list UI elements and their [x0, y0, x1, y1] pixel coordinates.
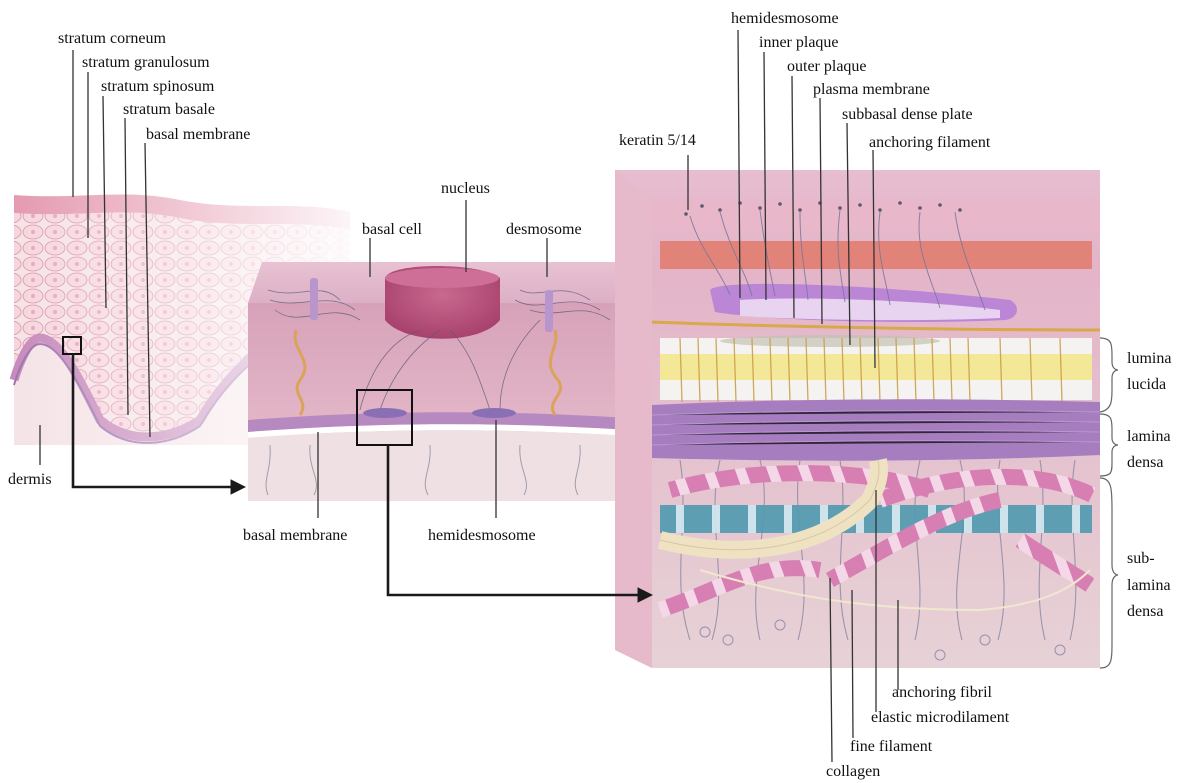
label-lamina-densa-line2: densa [1127, 454, 1163, 471]
basement-membrane-block-illustration [615, 170, 1100, 668]
label-collagen: collagen [826, 763, 880, 780]
label-anchoring-filament: anchoring filament [869, 134, 991, 151]
label-stratum-granulosum: stratum granulosum [82, 54, 210, 71]
label-plasma-membrane: plasma membrane [813, 81, 930, 98]
label-outer-plaque: outer plaque [787, 58, 867, 75]
label-stratum-spinosum: stratum spinosum [101, 78, 215, 95]
lamina-densa-brace [1100, 414, 1118, 476]
label-basal-cell: basal cell [362, 221, 423, 238]
label-lumina-lucida-line2: lucida [1127, 376, 1166, 393]
lumina-lucida-brace [1100, 338, 1118, 412]
label-subbasal-dense-plate: subbasal dense plate [842, 106, 973, 123]
label-stratum-basale: stratum basale [123, 101, 215, 118]
label-desmosome: desmosome [506, 221, 582, 238]
basal-cell-block-illustration [248, 262, 640, 501]
label-lamina-densa-line1: lamina [1127, 428, 1171, 445]
label-anchoring-fibril: anchoring fibril [892, 684, 993, 701]
label-dermis: dermis [8, 471, 52, 488]
label-keratin: keratin 5/14 [619, 132, 696, 149]
label-elastic-microdilament: elastic microdilament [871, 709, 1010, 726]
sub-lamina-densa-brace [1100, 478, 1118, 668]
label-nucleus: nucleus [441, 180, 490, 197]
label-fine-filament: fine filament [850, 738, 933, 755]
label-lumina-lucida-line1: lumina [1127, 350, 1171, 367]
label-hemidesmosome-mid: hemidesmosome [428, 527, 536, 544]
label-stratum-corneum: stratum corneum [58, 30, 167, 47]
label-basal-membrane-top: basal membrane [146, 126, 250, 143]
label-sub-lamina-densa-line1: sub- [1127, 550, 1155, 567]
label-basal-membrane-mid: basal membrane [243, 527, 347, 544]
label-hemidesmosome-top: hemidesmosome [731, 10, 839, 27]
label-sub-lamina-densa-line3: densa [1127, 603, 1163, 620]
label-sub-lamina-densa-line2: lamina [1127, 577, 1171, 594]
label-inner-plaque: inner plaque [759, 34, 839, 51]
